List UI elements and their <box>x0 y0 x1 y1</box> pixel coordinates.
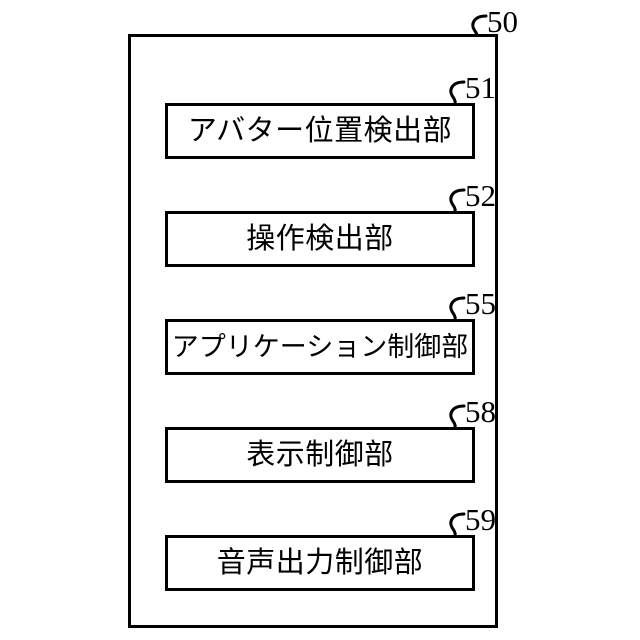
module-box-display-control[interactable]: 表示制御部 <box>165 427 475 483</box>
reference-callout-51: 51 <box>412 72 496 118</box>
module-label-display-control: 表示制御部 <box>246 438 394 471</box>
reference-number-50: 50 <box>487 4 518 39</box>
module-box-audio-output-control[interactable]: 音声出力制御部 <box>165 535 475 591</box>
reference-callout-55: 55 <box>412 288 496 334</box>
reference-number-55: 55 <box>465 286 496 321</box>
reference-number-59: 59 <box>465 502 496 537</box>
module-box-application-control[interactable]: アプリケーション制御部 <box>165 319 475 375</box>
reference-number-58: 58 <box>465 394 496 429</box>
reference-number-51: 51 <box>465 70 496 105</box>
module-box-avatar-position-detection[interactable]: アバター位置検出部 <box>165 103 475 159</box>
module-label-avatar-position-detection: アバター位置検出部 <box>187 114 453 147</box>
module-label-audio-output-control: 音声出力制御部 <box>216 546 424 579</box>
reference-number-52: 52 <box>465 178 496 213</box>
module-label-application-control: アプリケーション制御部 <box>171 331 469 362</box>
module-label-operation-detection: 操作検出部 <box>246 222 394 255</box>
reference-callout-59: 59 <box>412 504 496 550</box>
module-box-operation-detection[interactable]: 操作検出部 <box>165 211 475 267</box>
